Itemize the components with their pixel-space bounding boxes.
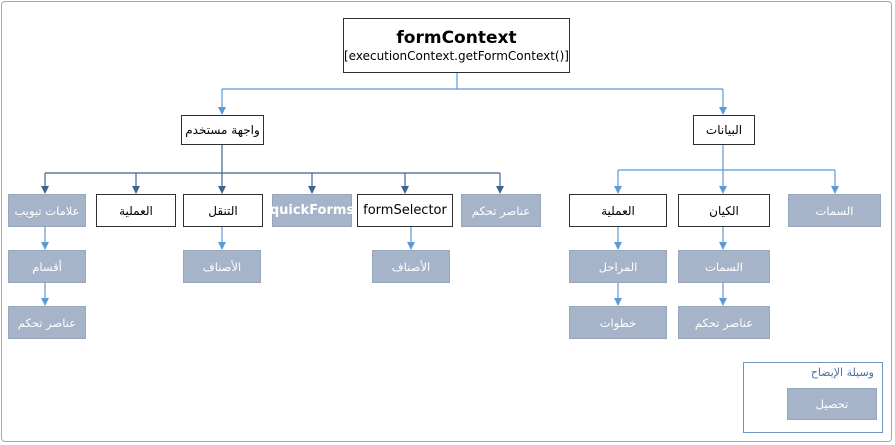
node-navigation-items: الأصناف: [183, 250, 261, 283]
legend-title: وسيلة الإيضاح: [810, 366, 874, 379]
node-sections: أقسام: [8, 250, 86, 283]
node-entity-attributes: السمات: [678, 250, 770, 283]
connector-root-to-level1: [222, 73, 723, 90]
node-tabs: علامات تبويب: [8, 194, 86, 227]
connector-data-bus: [618, 145, 835, 171]
node-stages: المراحل: [569, 250, 667, 283]
node-data-process: العملية: [569, 194, 667, 227]
node-data-attributes: السمات: [788, 194, 881, 227]
node-ui: واجهة مستخدم: [181, 115, 264, 145]
connector-ui-bus: [45, 145, 500, 174]
node-data: البيانات: [693, 115, 755, 145]
legend-collection-swatch: تحصيل: [787, 388, 877, 420]
root-subtitle: [executionContext.getFormContext()]: [344, 48, 569, 63]
root-title: formContext: [396, 27, 517, 48]
node-steps: خطوات: [569, 306, 667, 339]
root-node-formcontext: formContext [executionContext.getFormCon…: [343, 18, 570, 73]
node-ui-process: العملية: [96, 194, 176, 227]
node-quickforms: quickForms: [270, 194, 354, 227]
node-entity: الكيان: [678, 194, 770, 227]
node-ui-controls: عناصر تحكم: [461, 194, 541, 227]
node-formselector-items: الأصناف: [372, 250, 450, 283]
legend: وسيلة الإيضاح تحصيل: [743, 362, 883, 433]
node-section-controls: عناصر تحكم: [8, 306, 86, 339]
node-navigation: التنقل: [183, 194, 263, 227]
node-formselector: formSelector: [357, 194, 453, 227]
node-entity-controls: عناصر تحكم: [678, 306, 770, 339]
